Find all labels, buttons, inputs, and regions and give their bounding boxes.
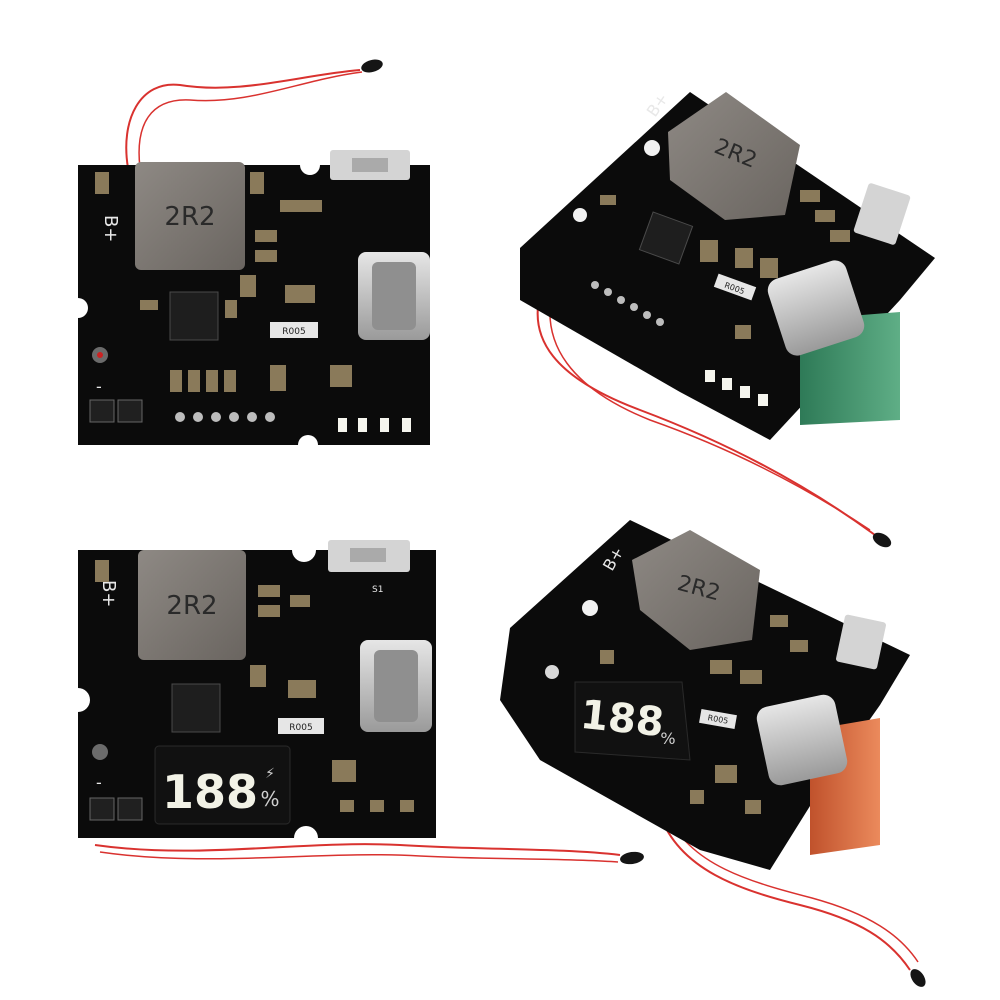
- shunt-resistor: [713, 273, 757, 301]
- thermistor-bead: [620, 851, 644, 865]
- terminal-minus: -: [96, 377, 102, 396]
- terminal-minus: -: [96, 773, 102, 792]
- inductor: [135, 162, 245, 270]
- board-top-right: 2R2 B+ R005: [520, 89, 935, 548]
- terminal-label: B+: [100, 215, 121, 242]
- tact-switch: [836, 614, 886, 670]
- shunt-resistor: [270, 322, 318, 338]
- tact-switch: [853, 183, 911, 245]
- test-pads: [591, 281, 664, 326]
- thermistor-bead: [872, 532, 892, 548]
- thermistor-wire: [536, 279, 876, 536]
- resistor-label: R005: [282, 327, 305, 337]
- board-bottom-right: 2R2 B+ 188 % R005: [500, 520, 926, 987]
- terminal-label: B+: [98, 580, 119, 607]
- display-digits: 188: [578, 692, 666, 746]
- resistor-label: R005: [289, 723, 312, 733]
- inductor: [668, 92, 800, 220]
- smd-components: [95, 560, 414, 812]
- led-display: [154, 745, 291, 825]
- mosfets: [89, 797, 143, 821]
- display-digits: 188: [162, 765, 258, 819]
- display-unit: %: [660, 729, 675, 748]
- inductor: [632, 530, 760, 650]
- bolt-icon: ⚡: [265, 766, 275, 782]
- smd-components: [600, 190, 850, 339]
- thermistor-wire: [659, 814, 911, 971]
- mounting-hole: [582, 600, 598, 616]
- thermistor-bead: [910, 969, 926, 987]
- status-leds: [705, 370, 768, 406]
- usb-c-port: [756, 694, 848, 786]
- inductor: [138, 550, 246, 660]
- pcb-board: [500, 520, 910, 870]
- status-pad: [92, 744, 108, 760]
- shunt-resistor: [278, 718, 324, 734]
- test-pads: [175, 412, 275, 422]
- mounting-hole: [644, 140, 660, 156]
- display-unit: %: [260, 787, 279, 811]
- resistor-label: R005: [707, 713, 729, 725]
- status-leds: [338, 418, 411, 432]
- usb-c-port: [767, 260, 865, 356]
- controller-chip: [169, 291, 219, 341]
- inductor-label: 2R2: [166, 591, 217, 621]
- mosfets: [89, 399, 143, 423]
- inductor-label: 2R2: [164, 202, 215, 232]
- smd-components: [600, 615, 808, 814]
- led-display: [574, 681, 691, 761]
- thermistor-wire: [125, 69, 361, 169]
- controller-chip: [638, 211, 694, 265]
- shunt-resistor: [699, 708, 737, 730]
- thermistor-wire: [94, 843, 621, 856]
- board-bottom-left: 2R2 B+ S1 R005 188 % ⚡ -: [78, 540, 644, 865]
- smd-components: [95, 172, 352, 392]
- switch-label: S1: [372, 585, 383, 595]
- controller-chip: [171, 683, 221, 733]
- board-top-left: 2R2 B+ R005: [78, 59, 430, 445]
- thermistor-bead: [361, 59, 383, 73]
